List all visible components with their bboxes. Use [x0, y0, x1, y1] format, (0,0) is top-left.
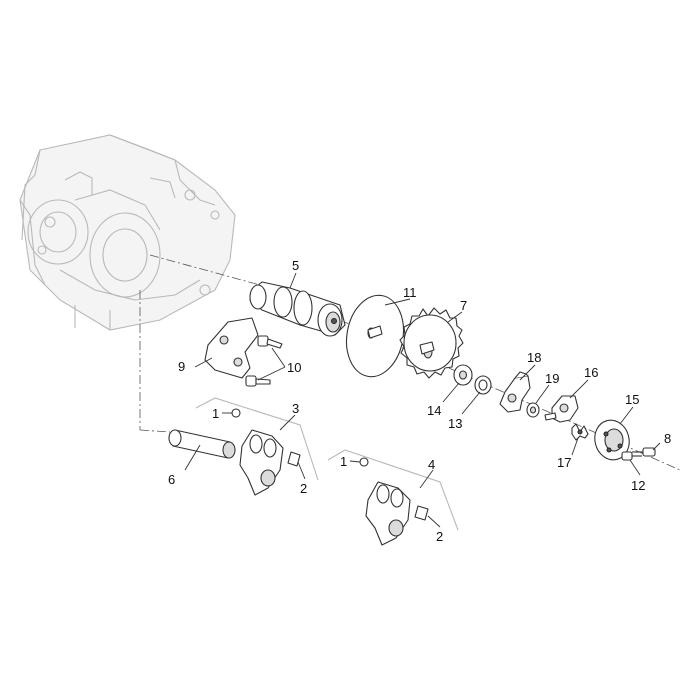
bolt-12	[621, 451, 642, 461]
callout-1-upper: 1	[212, 406, 219, 421]
callout-5: 5	[292, 258, 299, 273]
cam-cover	[594, 419, 630, 461]
thrust-plate	[204, 317, 259, 379]
callout-9: 9	[178, 359, 185, 374]
callout-1-lower: 1	[340, 454, 347, 469]
callout-19: 19	[545, 371, 559, 386]
cylinder-head-outline	[19, 134, 236, 331]
callout-labels: 5 11 7 9 10 14 13 18 19 16 15 17 8 12 1 …	[168, 258, 671, 544]
callout-13: 13	[448, 416, 462, 431]
washer-plate	[453, 364, 473, 386]
callout-10: 10	[287, 360, 301, 375]
callout-6: 6	[168, 472, 175, 487]
callout-2-lower: 2	[436, 529, 443, 544]
rocker-arm-upper	[195, 397, 319, 496]
callout-4: 4	[428, 457, 435, 472]
spring-ring	[526, 402, 540, 418]
camshaft	[249, 281, 346, 337]
circlip	[474, 375, 492, 395]
decompressor-weight	[499, 371, 531, 413]
callout-8: 8	[664, 431, 671, 446]
callout-18: 18	[527, 350, 541, 365]
callout-14: 14	[427, 403, 441, 418]
callout-11: 11	[403, 285, 417, 300]
callout-2-upper: 2	[300, 481, 307, 496]
rocker-arm-lower	[327, 449, 459, 546]
decompressor-cam-plate	[544, 395, 579, 423]
spring	[571, 423, 589, 441]
bolt-10-upper	[257, 335, 283, 349]
callout-17: 17	[557, 455, 571, 470]
callout-12: 12	[631, 478, 645, 493]
leader-lines	[184, 272, 661, 528]
bolt-10-lower	[245, 375, 271, 387]
rocker-shaft	[168, 429, 236, 459]
bolt-8	[632, 447, 656, 457]
callout-7: 7	[460, 298, 467, 313]
callout-3: 3	[292, 401, 299, 416]
decompressor-disc	[345, 294, 405, 378]
callout-15: 15	[625, 392, 639, 407]
timing-sprocket	[399, 307, 464, 379]
callout-16: 16	[584, 365, 598, 380]
